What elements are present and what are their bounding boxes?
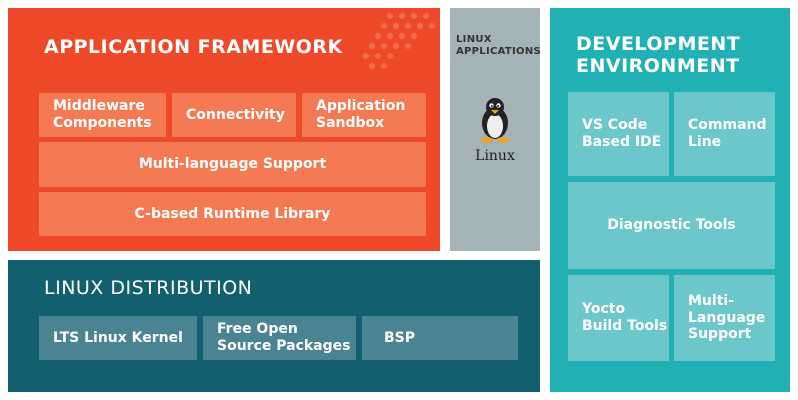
multi-language-support-box: Multi-language Support	[39, 142, 426, 187]
open-source-packages-label: Free Open Source Packages	[217, 321, 351, 354]
diagnostic-tools-box: Diagnostic Tools	[568, 182, 775, 269]
linux-distribution-title: LINUX DISTRIBUTION	[44, 277, 253, 299]
middleware-components-label: Middleware Components	[53, 98, 152, 131]
application-sandbox-label: Application Sandbox	[316, 98, 406, 131]
application-framework-title: APPLICATION FRAMEWORK	[44, 36, 343, 58]
multi-language-support-dev-label: Multi- Language Support	[688, 292, 766, 343]
connectivity-box: Connectivity	[172, 93, 296, 137]
tux-penguin-icon	[481, 98, 509, 143]
yocto-build-tools-label: Yocto Build Tools	[582, 301, 668, 334]
multi-language-support-label: Multi-language Support	[138, 156, 327, 173]
c-runtime-library-box: C-based Runtime Library	[39, 192, 426, 236]
command-line-box: Command Line	[674, 92, 775, 176]
decorative-dot-pattern	[363, 13, 435, 69]
linux-logo-text: Linux	[475, 148, 515, 164]
command-line-label: Command Line	[688, 117, 767, 150]
lts-linux-kernel-box: LTS Linux Kernel	[39, 316, 197, 360]
vscode-ide-box: VS Code Based IDE	[568, 92, 669, 176]
development-environment-title: DEVELOPMENT ENVIRONMENT	[576, 33, 741, 78]
diagnostic-tools-label: Diagnostic Tools	[607, 217, 736, 234]
vscode-ide-label: VS Code Based IDE	[582, 117, 662, 150]
multi-language-support-dev-box: Multi- Language Support	[674, 275, 775, 361]
lts-linux-kernel-label: LTS Linux Kernel	[53, 329, 183, 346]
c-runtime-library-label: C-based Runtime Library	[134, 205, 331, 222]
application-sandbox-box: Application Sandbox	[302, 93, 426, 137]
connectivity-label: Connectivity	[186, 106, 285, 123]
yocto-build-tools-box: Yocto Build Tools	[568, 275, 669, 361]
open-source-packages-box: Free Open Source Packages	[203, 316, 356, 360]
middleware-components-box: Middleware Components	[39, 93, 166, 137]
linux-applications-title: LINUX APPLICATIONS	[456, 34, 542, 57]
bsp-box: BSP	[362, 316, 518, 360]
bsp-label: BSP	[384, 329, 416, 346]
